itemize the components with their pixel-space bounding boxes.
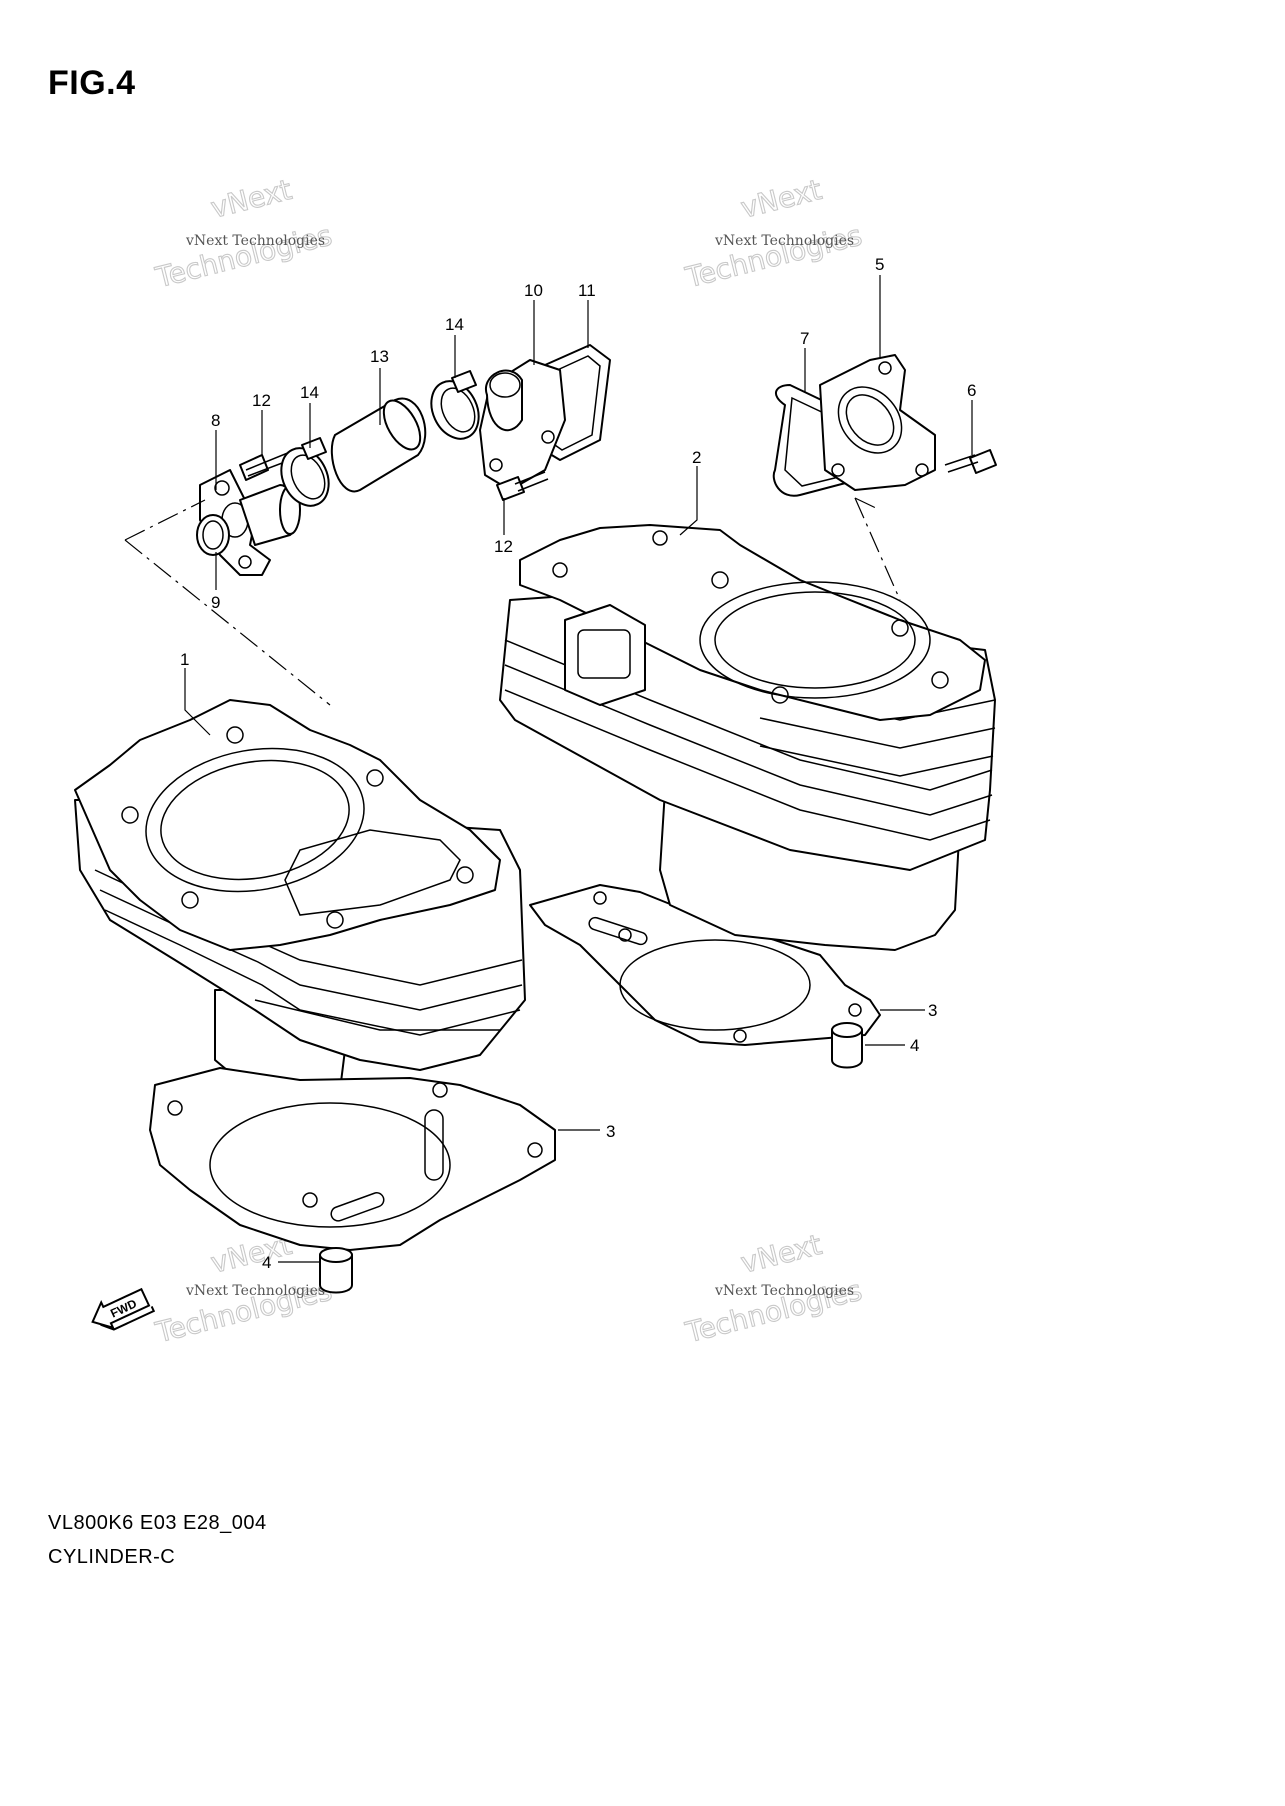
watermark-caption: vNext Technologies xyxy=(714,233,854,249)
callout-1: 1 xyxy=(180,650,189,669)
figure-title: FIG.4 xyxy=(48,64,136,102)
dowel-pin-rear xyxy=(831,1022,863,1069)
watermark-brand: vNext xyxy=(738,173,825,225)
callout-13: 13 xyxy=(370,347,389,366)
watermark-brand: vNext xyxy=(208,173,295,225)
diagram-code: VL800K6 E03 E28_004 xyxy=(48,1512,267,1534)
callout-12-joint: 12 xyxy=(494,537,513,556)
watermark-caption: vNext Technologies xyxy=(185,1283,325,1299)
cylinder-rear xyxy=(499,524,996,951)
callout-14-lower: 14 xyxy=(300,383,319,402)
watermark-brand-sub: Technologies xyxy=(682,219,865,295)
callout-14-upper: 14 xyxy=(445,315,464,334)
bolt-rear-outlet xyxy=(944,449,997,474)
callout-labels: 1 2 3 3 4 4 5 6 7 8 9 10 11 12 12 13 14 … xyxy=(180,255,976,1272)
watermark-top-left: vNext Technologies xyxy=(151,172,336,295)
watermark-caption: vNext Technologies xyxy=(714,1283,854,1299)
callout-leaders xyxy=(184,275,973,1263)
fwd-arrow-icon: FWD xyxy=(91,1287,156,1331)
watermark-top-right: vNext Technologies xyxy=(681,172,866,295)
callout-5: 5 xyxy=(875,255,884,274)
watermark-brand-sub: Technologies xyxy=(152,219,335,295)
gasket-front-base xyxy=(149,1067,556,1251)
assembly-lines xyxy=(124,497,901,706)
hose-clamp-upper xyxy=(430,370,480,440)
callout-4-rear: 4 xyxy=(910,1036,919,1055)
watermark-brand: vNext xyxy=(738,1228,825,1280)
callout-6: 6 xyxy=(967,381,976,400)
diagram-name: CYLINDER-C xyxy=(48,1546,176,1568)
bolt-water-joint xyxy=(496,471,549,501)
callout-10: 10 xyxy=(524,281,543,300)
callout-3-front: 3 xyxy=(606,1122,615,1141)
cylinder-front xyxy=(74,699,526,1101)
callout-11: 11 xyxy=(578,281,596,300)
callout-7: 7 xyxy=(800,329,809,348)
callout-9: 9 xyxy=(211,593,220,612)
callout-3-rear: 3 xyxy=(928,1001,937,1020)
hose xyxy=(330,397,427,493)
dowel-pin-front xyxy=(319,1247,353,1294)
water-outlet-rear xyxy=(819,354,936,491)
hose-clamp-lower xyxy=(280,437,330,507)
callout-4-front: 4 xyxy=(262,1253,271,1272)
bolt-front-outlet xyxy=(239,449,299,481)
callout-2: 2 xyxy=(692,448,701,467)
callout-8: 8 xyxy=(211,411,220,430)
gasket-front-outlet xyxy=(196,514,230,556)
watermark-caption: vNext Technologies xyxy=(185,233,325,249)
callout-12-front: 12 xyxy=(252,391,271,410)
water-joint xyxy=(479,359,566,491)
